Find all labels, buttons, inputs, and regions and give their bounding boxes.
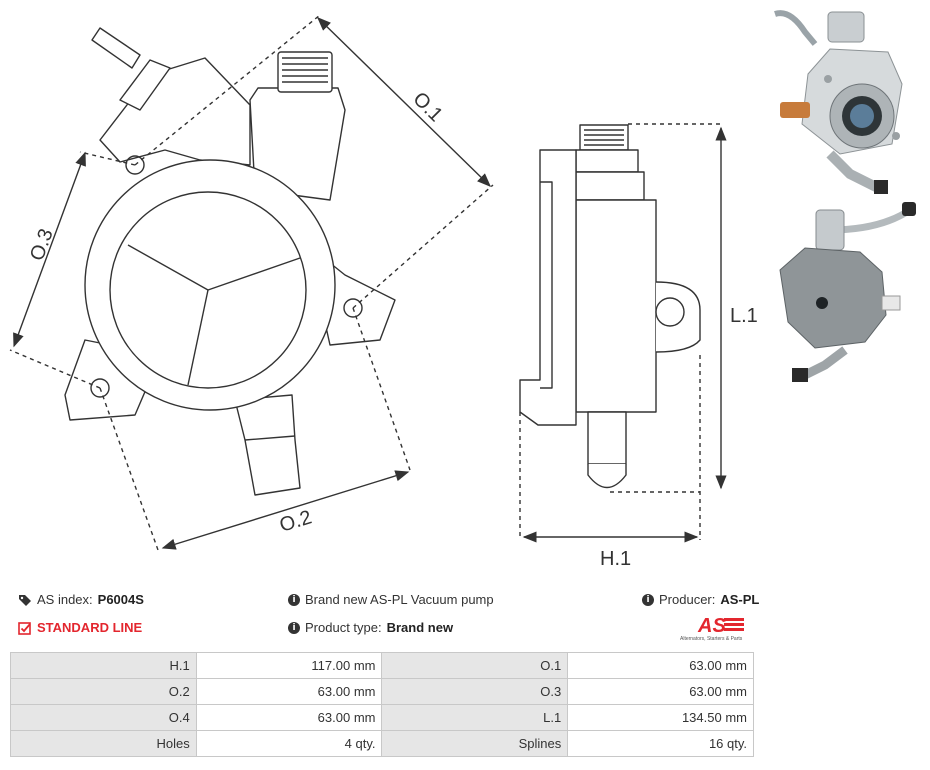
product-photo-bottom[interactable] xyxy=(770,200,920,395)
logo-tagline: Alternators, Starters & Parts xyxy=(680,636,743,642)
info-icon: i xyxy=(642,593,654,606)
spec-key: H.1 xyxy=(10,652,197,679)
spec-key: O.3 xyxy=(381,678,569,705)
dim-o1-arrow xyxy=(316,17,492,187)
spec-key: O.2 xyxy=(10,678,197,705)
spec-value: 63.00 mm xyxy=(195,678,383,705)
product-photo-top[interactable] xyxy=(770,4,920,199)
table-row: O.2 63.00 mm O.3 63.00 mm xyxy=(10,678,754,705)
spec-value: 63.00 mm xyxy=(567,678,754,705)
checkbox-icon xyxy=(18,621,32,635)
table-row: Holes 4 qty. Splines 16 qty. xyxy=(10,730,754,757)
dim-l1-label: L.1 xyxy=(730,305,758,327)
dim-o1-label: O.1 xyxy=(408,88,446,126)
dim-o2-arrow xyxy=(161,470,410,550)
svg-text:AS: AS xyxy=(697,615,726,637)
producer-value: AS-PL xyxy=(720,592,760,607)
as-pl-logo: AS xyxy=(697,615,744,637)
table-row: O.4 63.00 mm L.1 134.50 mm xyxy=(10,704,754,731)
dimension-guides xyxy=(9,14,494,551)
as-index-row: AS index: P6004S xyxy=(18,592,144,607)
dim-o3-label: O.3 xyxy=(26,226,58,264)
product-type-label: Product type: xyxy=(305,620,382,635)
spec-value: 16 qty. xyxy=(567,730,754,757)
info-icon: i xyxy=(288,621,300,634)
spec-value: 63.00 mm xyxy=(195,704,383,731)
spec-key: O.1 xyxy=(381,652,569,679)
side-view xyxy=(519,124,701,489)
info-icon: i xyxy=(288,593,300,606)
product-line-row: STANDARD LINE xyxy=(18,620,142,635)
as-index-value: P6004S xyxy=(97,592,144,607)
dim-o3-arrow xyxy=(13,151,86,348)
brand-row: i Brand new AS-PL Vacuum pump xyxy=(288,592,494,607)
spec-key: L.1 xyxy=(381,704,569,731)
producer-row: i Producer: AS-PL xyxy=(642,592,759,607)
spec-table: H.1 117.00 mm O.1 63.00 mm O.2 63.00 mm … xyxy=(10,652,754,757)
spec-value: 4 qty. xyxy=(195,730,383,757)
product-type-value: Brand new xyxy=(386,620,454,635)
spec-key: Splines xyxy=(381,730,569,757)
producer-label: Producer: xyxy=(659,592,716,607)
product-line-label: STANDARD LINE xyxy=(37,620,143,635)
spec-key: Holes xyxy=(10,730,197,757)
table-row: H.1 117.00 mm O.1 63.00 mm xyxy=(10,652,754,679)
spec-value: 117.00 mm xyxy=(195,652,383,679)
technical-drawing: O.1 O.3 O.2 L.1 H.1 xyxy=(9,14,758,570)
spec-value: 63.00 mm xyxy=(567,652,754,679)
tag-icon xyxy=(18,593,32,607)
front-view xyxy=(64,27,396,496)
spec-key: O.4 xyxy=(10,704,197,731)
dim-h1-label: H.1 xyxy=(600,548,631,570)
as-index-label: AS index: xyxy=(37,592,93,607)
product-type-row: i Product type: Brand new xyxy=(288,620,453,635)
brand-text: Brand new AS-PL Vacuum pump xyxy=(305,592,494,607)
spec-value: 134.50 mm xyxy=(567,704,754,731)
